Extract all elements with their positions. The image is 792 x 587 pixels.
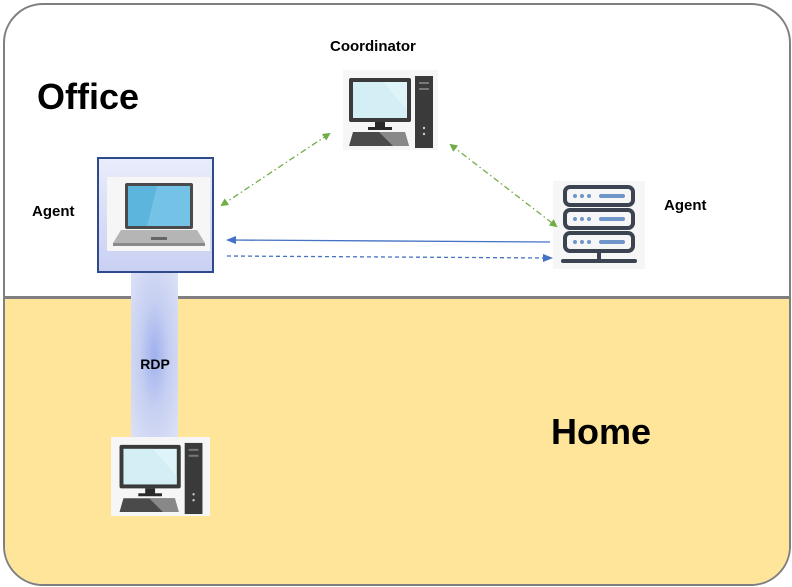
server-agent-label: Agent: [664, 197, 707, 214]
office-zone-title: Office: [37, 76, 140, 117]
laptop-icon: [113, 183, 205, 246]
office-agent-label: Agent: [32, 203, 75, 220]
coordinator-node: [343, 70, 438, 150]
coordinator-server-arrow: [449, 143, 558, 228]
desktop-computer-icon: [349, 76, 433, 148]
rdp-label: RDP: [140, 356, 170, 372]
home-zone-title: Home: [551, 411, 652, 452]
coordinator-laptop-arrow: [220, 132, 331, 207]
server-rack-icon: [561, 185, 637, 263]
coordinator-label: Coordinator: [330, 38, 416, 55]
rdp-channel: [131, 272, 178, 438]
office-agent-node: [97, 157, 214, 273]
home-computer-node: [111, 437, 210, 516]
server-to-laptop-arrow: [226, 236, 551, 245]
desktop-computer-icon: [119, 442, 203, 515]
laptop-icon-box: [107, 177, 210, 251]
laptop-to-server-arrow: [226, 253, 553, 262]
server-agent-node: [553, 181, 645, 269]
